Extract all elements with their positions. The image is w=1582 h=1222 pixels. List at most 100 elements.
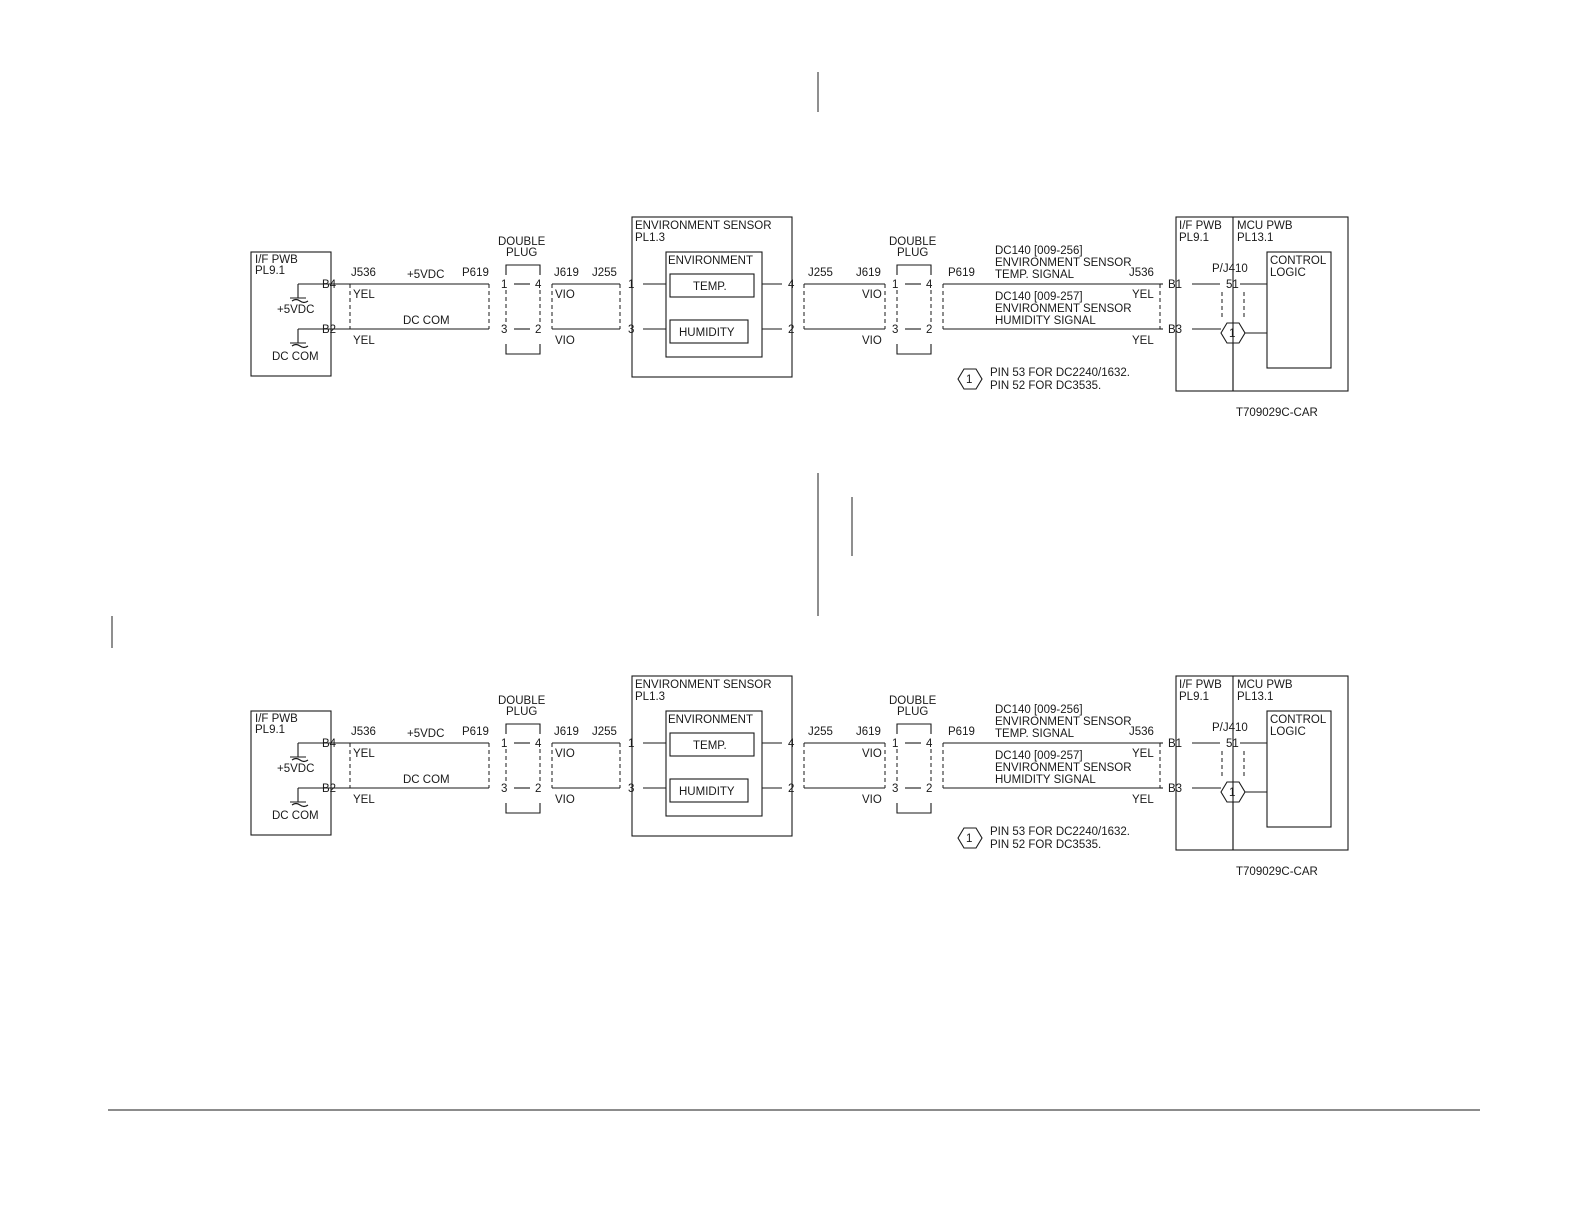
pj410-label: P/J410 [1212, 263, 1248, 275]
ifpwb-left-pl: PL9.1 [255, 265, 285, 277]
env-sensor-title: ENVIRONMENT SENSOR [635, 679, 772, 691]
right-boards-box [1175, 675, 1349, 851]
pin-b2-label: B2 [322, 324, 336, 336]
ifpwb-left-title: I/F PWB [255, 254, 298, 266]
wiring-diagram: I/F PWB PL9.1 B4 B2 +5VDC DC COM J536 +5… [250, 675, 1349, 878]
dc140-temp-code: DC140 [009-256] [995, 245, 1083, 257]
control-logic-title: CONTROL [1270, 255, 1327, 267]
ifpwb-right-pl: PL9.1 [1179, 691, 1209, 703]
pin-b4-label: B4 [322, 738, 337, 750]
control-logic-box [1266, 251, 1332, 369]
dc140-temp-name: ENVIRONMENT SENSOR [995, 257, 1132, 269]
env-pin: 1 [628, 738, 634, 750]
j536-right-label: J536 [1129, 726, 1154, 738]
ground-icon [290, 297, 309, 304]
note-line: PIN 52 FOR DC3535. [990, 839, 1101, 851]
dp-left-pin: 3 [501, 783, 507, 795]
ground-icon [290, 342, 309, 349]
humidity-element [669, 319, 749, 344]
control-logic-box [1266, 710, 1332, 828]
env-sensor-pl: PL1.3 [635, 691, 665, 703]
right-boards-box [1175, 216, 1349, 392]
note-hex-number: 1 [966, 374, 972, 386]
wire-color-vio: VIO [555, 289, 575, 301]
p619-right-label: P619 [948, 267, 975, 279]
p619-left-label: P619 [462, 267, 489, 279]
ground-dccom-label: DC COM [272, 351, 319, 363]
pin-51-label: 51 [1226, 279, 1239, 291]
dp-right-pin: 2 [926, 783, 932, 795]
ground-5v-label: +5VDC [277, 763, 314, 775]
control-logic-sub: LOGIC [1270, 267, 1306, 279]
wire-color-yel: YEL [353, 794, 375, 806]
ifpwb-left-box [250, 251, 332, 377]
ifpwb-left-box [250, 710, 332, 836]
wire-color-yel: YEL [353, 335, 375, 347]
dp-right-pin: 3 [892, 324, 898, 336]
wire-color-yel: YEL [353, 289, 375, 301]
j619-right-label: J619 [856, 267, 881, 279]
j536-left-label: J536 [351, 726, 376, 738]
env-pin: 4 [788, 279, 795, 291]
environment-element-box [665, 710, 763, 817]
dc140-temp-code: DC140 [009-256] [995, 704, 1083, 716]
dp-right-pin: 4 [926, 279, 933, 291]
double-plug-right [896, 264, 932, 355]
wire-5vdc-label: +5VDC [407, 728, 444, 740]
mcupwb-title: MCU PWB [1237, 679, 1293, 691]
humidity-label: HUMIDITY [679, 327, 735, 339]
wiring-diagram: I/F PWB PL9.1 B4 B2 +5VDC DC COM J536 +5… [250, 216, 1349, 419]
j255-left-label: J255 [592, 267, 617, 279]
dp-left-pin: 2 [535, 783, 541, 795]
wire-color-yel: YEL [1132, 794, 1154, 806]
wire-color-yel: YEL [353, 748, 375, 760]
j619-right-label: J619 [856, 726, 881, 738]
wire-dccom-label: DC COM [403, 315, 450, 327]
pin-b2-label: B2 [322, 783, 336, 795]
env-sensor-title: ENVIRONMENT SENSOR [635, 220, 772, 232]
note-hex-icon [957, 368, 983, 390]
pin-b3-label: B3 [1168, 783, 1182, 795]
dp-left-pin: 1 [501, 738, 507, 750]
note-marker-number: 1 [1229, 328, 1235, 340]
dp-right-pin: 3 [892, 783, 898, 795]
environment-element-box [665, 251, 763, 358]
j619-left-label: J619 [554, 267, 579, 279]
figure-id: T709029C-CAR [1236, 866, 1318, 878]
control-logic-sub: LOGIC [1270, 726, 1306, 738]
ground-icon [290, 801, 309, 808]
double-plug-right-title: DOUBLE [889, 236, 937, 248]
mcupwb-pl: PL13.1 [1237, 232, 1273, 244]
env-pin: 4 [788, 738, 795, 750]
dc140-temp-signal: TEMP. SIGNAL [995, 269, 1075, 281]
mcupwb-title: MCU PWB [1237, 220, 1293, 232]
wire-color-vio: VIO [862, 794, 882, 806]
wire-color-yel: YEL [1132, 335, 1154, 347]
humidity-label: HUMIDITY [679, 786, 735, 798]
wire-color-yel: YEL [1132, 289, 1154, 301]
env-inner-label: ENVIRONMENT [668, 255, 753, 267]
control-logic-title: CONTROL [1270, 714, 1327, 726]
environment-sensor-box [631, 675, 793, 837]
double-plug-right-sub: PLUG [897, 247, 928, 259]
j536-right-label: J536 [1129, 267, 1154, 279]
ifpwb-left-title: I/F PWB [255, 713, 298, 725]
pj410-label: P/J410 [1212, 722, 1248, 734]
env-pin: 3 [628, 783, 634, 795]
dc140-temp-signal: TEMP. SIGNAL [995, 728, 1075, 740]
humidity-element [669, 778, 749, 803]
j619-left-label: J619 [554, 726, 579, 738]
dp-right-pin: 1 [892, 279, 898, 291]
j255-right-label: J255 [808, 267, 833, 279]
double-plug-left [505, 723, 541, 814]
mcupwb-pl: PL13.1 [1237, 691, 1273, 703]
pin-b4-label: B4 [322, 279, 337, 291]
ground-icon [290, 756, 309, 763]
environment-sensor-box [631, 216, 793, 378]
ifpwb-right-title: I/F PWB [1179, 220, 1222, 232]
ifpwb-right-pl: PL9.1 [1179, 232, 1209, 244]
pin-51-label: 51 [1226, 738, 1239, 750]
pin-b3-label: B3 [1168, 324, 1182, 336]
note-hex-number: 1 [966, 833, 972, 845]
temp-label: TEMP. [693, 740, 727, 752]
